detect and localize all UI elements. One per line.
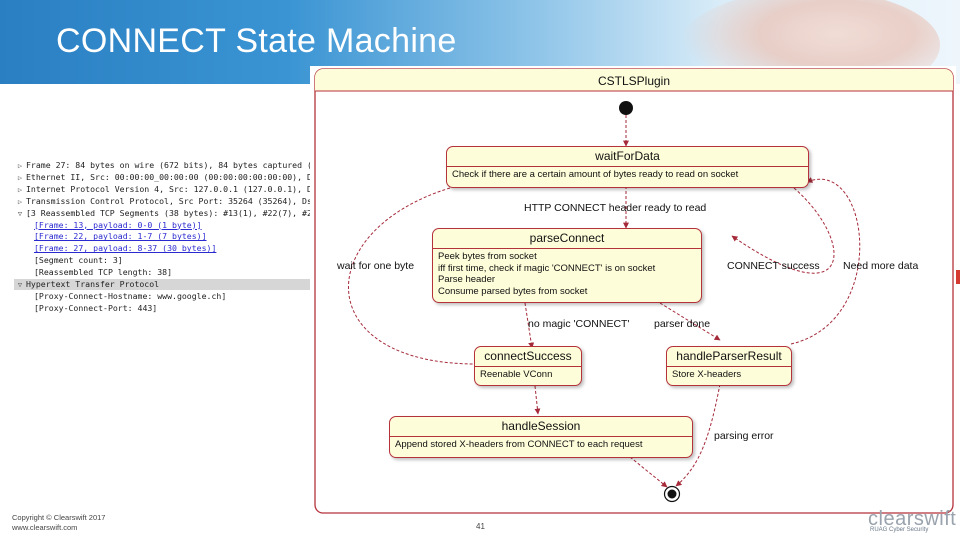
state-title: handleSession (390, 417, 692, 437)
packet-detail-row[interactable]: ▷Ethernet II, Src: 00:00:00_00:00:00 (00… (14, 172, 310, 183)
state-title: waitForData (447, 147, 808, 167)
packet-detail-text: [Proxy-Connect-Hostname: www.google.ch] (34, 290, 227, 301)
packet-detail-row[interactable]: [Frame: 27, payload: 8-37 (30 bytes)] (14, 243, 310, 254)
edge-handlesession-to-final (629, 456, 668, 488)
state-body-line: Peek bytes from socket (438, 251, 537, 262)
packet-detail-text: [3 Reassembled TCP Segments (38 bytes): … (26, 207, 310, 218)
state-body-line: Append stored X-headers from CONNECT to … (395, 439, 643, 450)
packet-detail-text: [Frame: 22, payload: 1-7 (7 bytes)] (34, 231, 207, 242)
state-handleparserresult: handleParserResult Store X-headers (666, 346, 792, 386)
packet-detail-text: [Segment count: 3] (34, 255, 123, 266)
final-node-inner (667, 489, 677, 499)
slide-title: CONNECT State Machine (56, 22, 457, 60)
container-title: CSTLSPlugin (598, 74, 670, 88)
expanded-triangle-icon[interactable]: ▽ (17, 281, 23, 289)
container-title-bg (315, 69, 953, 91)
packet-detail-text: [Frame: 13, payload: 0-0 (1 byte)] (34, 219, 202, 230)
wireshark-packet-details: ▷Frame 27: 84 bytes on wire (672 bits), … (14, 160, 310, 318)
packet-detail-text: Hypertext Transfer Protocol (26, 279, 160, 289)
logo-tagline: RUAG Cyber Security (870, 527, 929, 533)
edge-label-connect-success: CONNECT success (727, 260, 820, 272)
edge-parseconnect-to-handleparserresult (659, 302, 721, 341)
state-body-line: Store X-headers (672, 369, 742, 380)
edge-label-parsing-error: parsing error (714, 430, 774, 442)
packet-detail-text: Frame 27: 84 bytes on wire (672 bits), 8… (26, 160, 310, 170)
state-connectsuccess: connectSuccess Reenable VConn (474, 346, 582, 386)
packet-detail-row[interactable]: ▷Frame 27: 84 bytes on wire (672 bits), … (14, 160, 310, 171)
packet-detail-row[interactable]: ▷Internet Protocol Version 4, Src: 127.0… (14, 184, 310, 195)
packet-detail-text: Transmission Control Protocol, Src Port:… (26, 195, 310, 206)
packet-detail-row[interactable]: ▷Transmission Control Protocol, Src Port… (14, 196, 310, 207)
packet-detail-text: [Frame: 27, payload: 8-37 (30 bytes)] (34, 243, 217, 254)
edge-handleparserresult-to-final (675, 383, 721, 487)
edge-parseconnect-to-connectsuccess (524, 302, 535, 349)
collapsed-triangle-icon[interactable]: ▷ (17, 173, 23, 182)
packet-detail-text: [Reassembled TCP length: 38] (34, 267, 173, 278)
website-text: www.clearswift.com (12, 523, 78, 532)
initial-node (619, 101, 633, 115)
packet-detail-row[interactable]: ▽[3 Reassembled TCP Segments (38 bytes):… (14, 208, 310, 219)
page-number: 41 (476, 522, 485, 531)
edge-label-wait-one-byte: wait for one byte (337, 260, 415, 272)
copyright-text: Copyright © Clearswift 2017 (12, 513, 106, 522)
state-parseconnect: parseConnect Peek bytes from socket iff … (432, 228, 702, 303)
packet-detail-row[interactable]: [Proxy-Connect-Port: 443] (14, 303, 310, 314)
slide-edge-marker (956, 270, 960, 284)
packet-detail-row[interactable]: ▽Hypertext Transfer Protocol (14, 279, 310, 290)
edge-label-no-magic-connect: no magic 'CONNECT' (528, 318, 630, 330)
packet-detail-row[interactable]: [Segment count: 3] (14, 255, 310, 266)
footer-copyright: Copyright © Clearswift 2017 www.clearswi… (12, 513, 105, 533)
packet-detail-row[interactable]: [Frame: 22, payload: 1-7 (7 bytes)] (14, 231, 310, 242)
edge-label-parser-done: parser done (654, 318, 711, 330)
state-title: connectSuccess (475, 347, 581, 367)
packet-detail-text: [Proxy-Connect-Port: 443] (34, 302, 158, 313)
packet-detail-row[interactable]: [Proxy-Connect-Hostname: www.google.ch] (14, 291, 310, 302)
edge-label-need-more-data: Need more data (843, 260, 919, 272)
state-body-line: Parse header (438, 274, 496, 285)
clearswift-logo: clearswift (868, 508, 957, 530)
packet-detail-row[interactable]: [Frame: 13, payload: 0-0 (1 byte)] (14, 220, 310, 231)
collapsed-triangle-icon[interactable]: ▷ (17, 162, 23, 170)
expanded-triangle-icon[interactable]: ▽ (17, 209, 23, 218)
edge-waitfordata-to-connectsuccess (348, 187, 481, 368)
packet-detail-row[interactable]: [Reassembled TCP length: 38] (14, 267, 310, 278)
state-body-line: Consume parsed bytes from socket (438, 285, 588, 297)
state-body-line: Check if there are a certain amount of b… (452, 169, 739, 180)
collapsed-triangle-icon[interactable]: ▷ (17, 197, 23, 206)
state-handlesession: handleSession Append stored X-headers fr… (389, 416, 693, 458)
packet-detail-text: Ethernet II, Src: 00:00:00_00:00:00 (00:… (26, 171, 310, 182)
edge-label-http-ready: HTTP CONNECT header ready to read (524, 202, 707, 214)
state-diagram: CSTLSPlugin waitForData Check if there a… (310, 66, 956, 518)
collapsed-triangle-icon[interactable]: ▷ (17, 185, 23, 194)
packet-detail-text: Internet Protocol Version 4, Src: 127.0.… (26, 183, 310, 194)
state-waitfordata: waitForData Check if there are a certain… (446, 146, 809, 188)
state-body: Peek bytes from socket iff first time, c… (433, 249, 701, 299)
state-body-line: Reenable VConn (480, 369, 553, 380)
state-title: handleParserResult (667, 347, 791, 367)
edge-handleparserresult-to-waitfordata (790, 177, 861, 345)
state-body-line: iff first time, check if magic 'CONNECT'… (438, 262, 656, 274)
state-title: parseConnect (433, 229, 701, 249)
